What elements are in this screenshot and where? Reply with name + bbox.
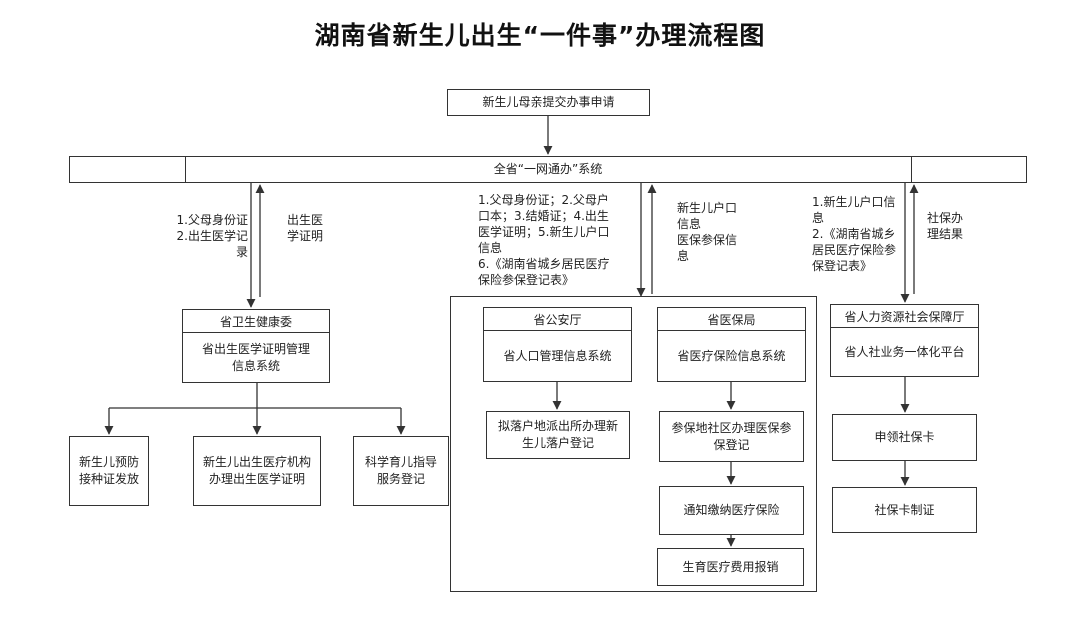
produce-social-card-box: 社保卡制证 [832, 487, 977, 533]
health-commission-name: 省卫生健康委 [183, 310, 329, 333]
middle-send-note: 1.父母身份证；2.父母户 口本；3.结婚证；4.出生 医学证明；5.新生儿户口… [478, 193, 610, 287]
birth-certificate-box: 新生儿出生医疗机构 办理出生医学证明 [193, 436, 321, 506]
right-return-note: 社保办 理结果 [927, 211, 964, 241]
middle-return-note: 新生儿户口 信息 医保参保信 息 [677, 201, 738, 263]
start-box: 新生儿母亲提交办事申请 [447, 89, 650, 116]
household-registration-box: 拟落户地派出所办理新 生儿落户登记 [486, 411, 630, 459]
medical-security-name: 省医保局 [658, 308, 805, 331]
public-service-container [450, 296, 817, 592]
left-return-note: 出生医 学证明 [287, 213, 324, 243]
public-security-name: 省公安厅 [484, 308, 631, 331]
public-security-box: 省公安厅 省人口管理信息系统 [483, 307, 632, 382]
right-send-note: 1.新生儿户口信 息 2.《湖南省城乡 居民医疗保险参 保登记表》 [812, 195, 897, 273]
notify-payment-box: 通知缴纳医疗保险 [659, 486, 804, 535]
human-resources-name: 省人力资源社会保障厅 [831, 305, 978, 328]
page-title: 湖南省新生儿出生“一件事”办理流程图 [314, 21, 766, 50]
public-security-system: 省人口管理信息系统 [503, 348, 612, 363]
apply-social-card-box: 申领社保卡 [832, 414, 977, 461]
health-commission-box: 省卫生健康委 省出生医学证明管理 信息系统 [182, 309, 330, 383]
insurance-enrollment-box: 参保地社区办理医保参 保登记 [659, 411, 804, 462]
human-resources-system: 省人社业务一体化平台 [844, 344, 965, 359]
start-label: 新生儿母亲提交办事申请 [482, 95, 615, 109]
system-bar-label: 全省“一网通办”系统 [493, 162, 603, 176]
system-bar-left-divider [185, 156, 186, 183]
health-commission-system: 省出生医学证明管理 信息系统 [201, 341, 310, 373]
parenting-guidance-box: 科学育儿指导 服务登记 [353, 436, 449, 506]
medical-security-system: 省医疗保险信息系统 [677, 348, 786, 363]
human-resources-box: 省人力资源社会保障厅 省人社业务一体化平台 [830, 304, 979, 377]
maternity-reimbursement-box: 生育医疗费用报销 [657, 548, 804, 586]
system-bar-right-divider [911, 156, 912, 183]
system-bar: 全省“一网通办”系统 [69, 156, 1027, 183]
vaccine-certificate-box: 新生儿预防 接种证发放 [69, 436, 149, 506]
left-send-note: 1.父母身份证 2.出生医学记 录 [176, 213, 248, 259]
medical-security-box: 省医保局 省医疗保险信息系统 [657, 307, 806, 382]
